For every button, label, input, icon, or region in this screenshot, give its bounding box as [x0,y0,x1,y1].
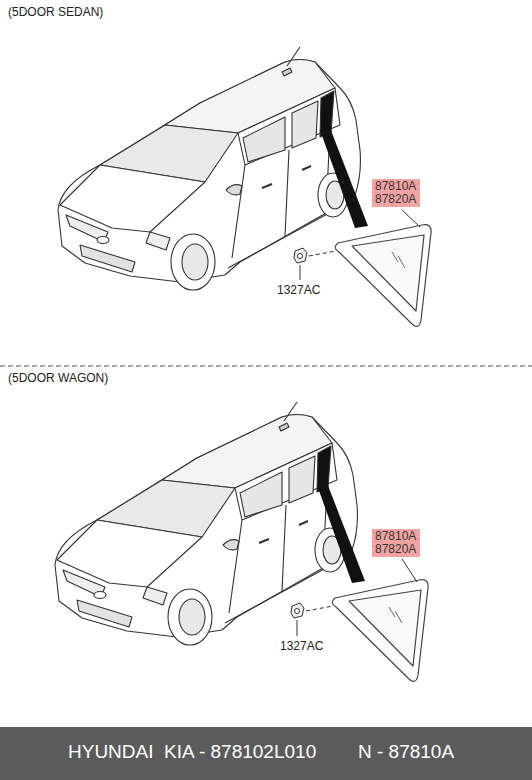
callout-number: 87810A [375,530,417,543]
sedan-view [58,47,431,326]
leader-line [309,251,336,256]
part-number: N - 87810A [358,742,454,762]
view-title: (5DOOR WAGON) [8,371,108,385]
leader-line [402,210,420,227]
callout-number: 1327AC [280,639,323,653]
clip-part [291,603,304,618]
callout-number: 87820A [375,543,417,556]
separator-line [0,366,532,367]
part-number: HYUNDAI KIA - 878102L010 [68,742,316,762]
quarter-glass [335,225,431,327]
callout-box: 87810A87820A [372,529,420,557]
callout-number: 87820A [375,193,417,206]
leader-line [402,559,417,582]
quarter-glass [332,580,428,682]
car-drawing [55,402,357,645]
clip-part [294,248,307,263]
leader-line [300,265,301,280]
callout-number: 87810A [375,180,417,193]
callout-number: 1327AC [277,283,320,297]
callout-box: 87810A87820A [372,179,420,207]
leader-line [297,620,298,636]
leader-line [306,606,333,611]
footer-band: HYUNDAI KIA - 878102L010 N - 87810A [0,727,532,780]
view-title: (5DOOR SEDAN) [8,5,103,19]
leader-band [317,483,365,583]
wagon-view [55,402,428,681]
car-drawing [58,47,360,290]
leader-band [320,128,368,228]
